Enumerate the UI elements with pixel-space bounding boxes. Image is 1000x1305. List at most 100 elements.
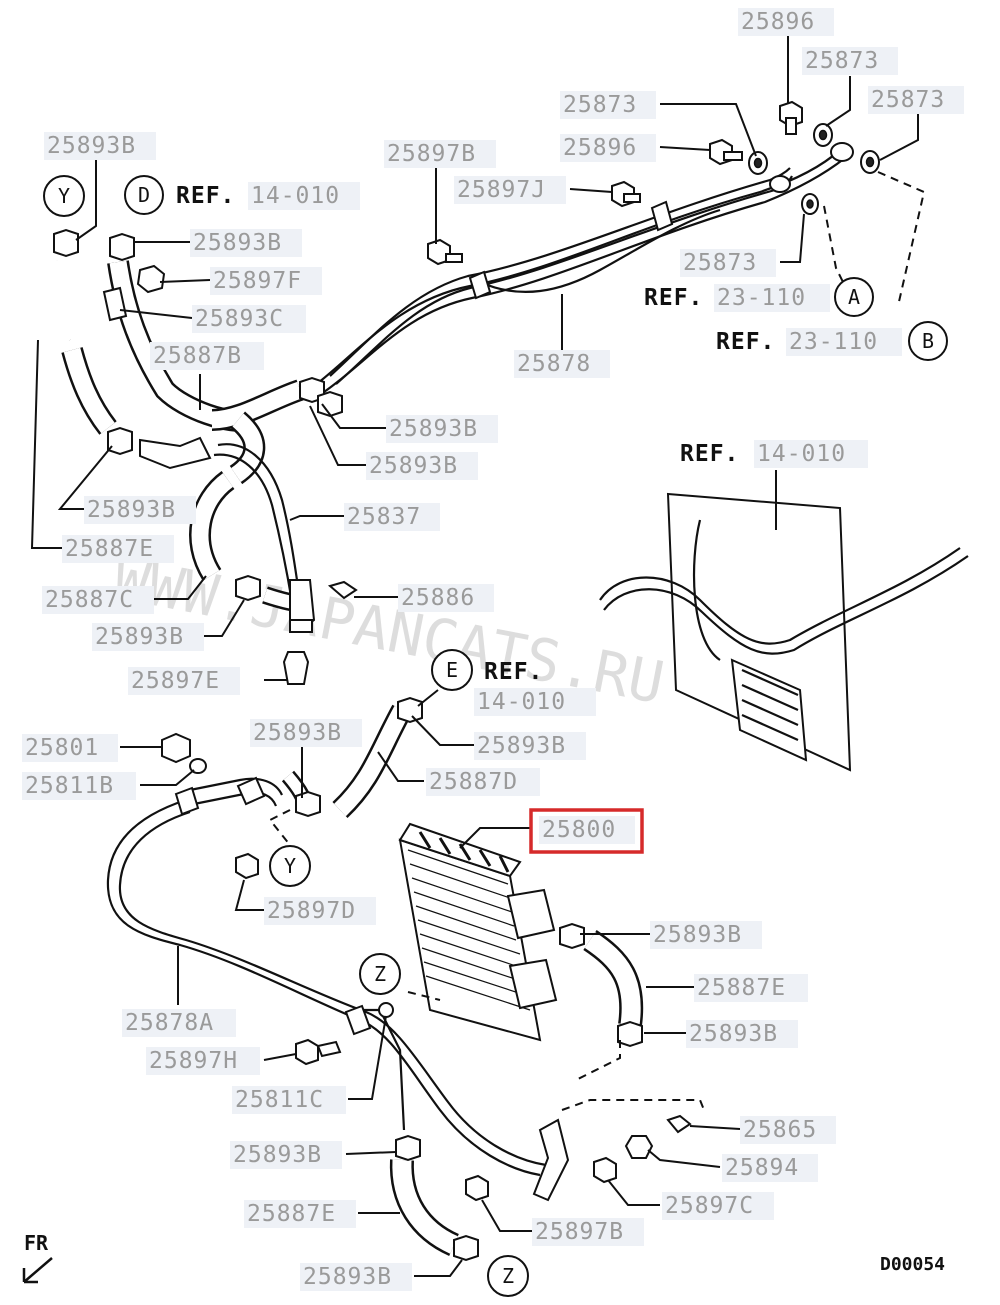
- svg-text:25801: 25801: [25, 735, 99, 761]
- svg-text:25893B: 25893B: [689, 1021, 778, 1047]
- radiator-reference-assembly: [599, 492, 969, 772]
- part-label[interactable]: 25873: [560, 91, 656, 119]
- part-label[interactable]: 25893B: [366, 452, 478, 480]
- svg-text:25897F: 25897F: [213, 268, 302, 294]
- svg-text:25893B: 25893B: [369, 453, 458, 479]
- svg-text:25886: 25886: [401, 585, 475, 611]
- svg-text:25897C: 25897C: [665, 1193, 754, 1219]
- part-label[interactable]: 25878A: [122, 1009, 236, 1037]
- front-direction-label: FR: [24, 1231, 49, 1255]
- svg-text:REF.: REF.: [716, 329, 775, 355]
- part-label[interactable]: 25887B: [150, 342, 264, 370]
- svg-text:25873: 25873: [683, 250, 757, 276]
- part-label[interactable]: 25897B: [384, 140, 496, 168]
- lower-fittings: [161, 696, 692, 1262]
- svg-text:25811C: 25811C: [235, 1087, 324, 1113]
- part-label[interactable]: 25887E: [244, 1200, 356, 1228]
- part-label[interactable]: 25896: [738, 8, 834, 36]
- part-label[interactable]: 25893B: [44, 132, 156, 160]
- part-label[interactable]: 25887E: [694, 974, 808, 1002]
- part-label[interactable]: 25887C: [42, 586, 154, 614]
- part-label[interactable]: 25893C: [192, 305, 306, 333]
- svg-text:25893B: 25893B: [87, 497, 176, 523]
- svg-text:25893B: 25893B: [95, 624, 184, 650]
- part-label[interactable]: 25893B: [300, 1263, 412, 1291]
- callout-circle-e: E: [431, 649, 473, 691]
- part-label[interactable]: 25893B: [84, 496, 196, 524]
- part-label[interactable]: 25897C: [662, 1192, 774, 1220]
- svg-text:REF.: REF.: [484, 659, 543, 685]
- upper-oil-cooler-tubes: [317, 142, 854, 393]
- part-label[interactable]: 25893B: [250, 719, 362, 747]
- svg-text:25894: 25894: [725, 1155, 799, 1181]
- part-label[interactable]: 25897D: [264, 897, 376, 925]
- part-label[interactable]: 25887E: [62, 535, 174, 563]
- part-label[interactable]: 25893B: [650, 921, 762, 949]
- part-label[interactable]: 25893B: [190, 229, 302, 257]
- svg-text:E: E: [446, 658, 458, 682]
- svg-text:25887C: 25887C: [45, 587, 134, 613]
- svg-text:25897J: 25897J: [457, 177, 546, 203]
- svg-text:REF.: REF.: [176, 183, 235, 209]
- svg-text:Y: Y: [58, 184, 70, 208]
- part-label[interactable]: 25811C: [232, 1086, 346, 1114]
- svg-text:25865: 25865: [743, 1117, 817, 1143]
- part-label-highlighted[interactable]: 25800: [529, 808, 644, 854]
- part-label[interactable]: 25897B: [532, 1218, 644, 1246]
- ref-label-23-110-a: REF. 23-110: [644, 284, 830, 312]
- lower-hoses: [281, 704, 644, 1256]
- svg-text:25896: 25896: [741, 9, 815, 35]
- lower-oil-cooler-tubes: [106, 776, 570, 1202]
- part-label[interactable]: 25873: [868, 86, 964, 114]
- callout-circle-d: D: [124, 175, 164, 215]
- callout-circle-z-mid: Z: [359, 953, 401, 995]
- svg-text:Z: Z: [374, 962, 386, 986]
- svg-text:25893B: 25893B: [477, 733, 566, 759]
- svg-text:25873: 25873: [805, 48, 879, 74]
- part-label[interactable]: 25801: [22, 734, 118, 762]
- part-label[interactable]: 25894: [722, 1154, 818, 1182]
- callout-circle-y-top: Y: [43, 175, 85, 217]
- ref-label-14-010-mid: REF. 14-010: [680, 440, 868, 468]
- part-label[interactable]: 25893B: [474, 732, 586, 760]
- part-label[interactable]: 25873: [680, 249, 776, 277]
- part-label[interactable]: 25897H: [146, 1047, 260, 1075]
- svg-text:Z: Z: [502, 1264, 514, 1288]
- part-label[interactable]: 25886: [398, 584, 494, 612]
- svg-text:25893B: 25893B: [653, 922, 742, 948]
- part-label[interactable]: 25873: [802, 47, 898, 75]
- part-label[interactable]: 25896: [560, 134, 656, 162]
- part-label[interactable]: 25837: [344, 503, 440, 531]
- part-label[interactable]: 25865: [740, 1116, 836, 1144]
- svg-text:25893B: 25893B: [253, 720, 342, 746]
- part-label[interactable]: 25887D: [426, 768, 540, 796]
- svg-text:14-010: 14-010: [477, 689, 566, 715]
- part-label[interactable]: 25897F: [210, 267, 322, 295]
- svg-text:25887D: 25887D: [429, 769, 518, 795]
- part-label[interactable]: 25897E: [128, 667, 240, 695]
- part-label[interactable]: 25893B: [230, 1141, 342, 1169]
- svg-text:25887E: 25887E: [697, 975, 786, 1001]
- svg-text:25873: 25873: [871, 87, 945, 113]
- svg-text:25897E: 25897E: [131, 668, 220, 694]
- svg-text:14-010: 14-010: [757, 441, 846, 467]
- part-label[interactable]: 25893B: [92, 623, 204, 651]
- svg-text:25887E: 25887E: [247, 1201, 336, 1227]
- svg-text:A: A: [848, 285, 860, 309]
- part-label[interactable]: 25878: [514, 350, 610, 378]
- svg-text:25893B: 25893B: [233, 1142, 322, 1168]
- svg-text:25837: 25837: [347, 504, 421, 530]
- svg-text:25893B: 25893B: [389, 416, 478, 442]
- top-fittings: [427, 100, 880, 266]
- part-label[interactable]: 25897J: [454, 176, 566, 204]
- svg-text:25893C: 25893C: [195, 306, 284, 332]
- svg-text:25897B: 25897B: [387, 141, 476, 167]
- svg-text:25897H: 25897H: [149, 1048, 238, 1074]
- svg-text:D: D: [138, 183, 150, 207]
- part-label[interactable]: 25893B: [386, 415, 498, 443]
- svg-text:B: B: [922, 329, 934, 353]
- part-label[interactable]: 25893B: [686, 1020, 798, 1048]
- svg-text:25893B: 25893B: [303, 1264, 392, 1290]
- callout-circle-y-bottom: Y: [269, 845, 311, 887]
- part-label[interactable]: 25811B: [22, 772, 136, 800]
